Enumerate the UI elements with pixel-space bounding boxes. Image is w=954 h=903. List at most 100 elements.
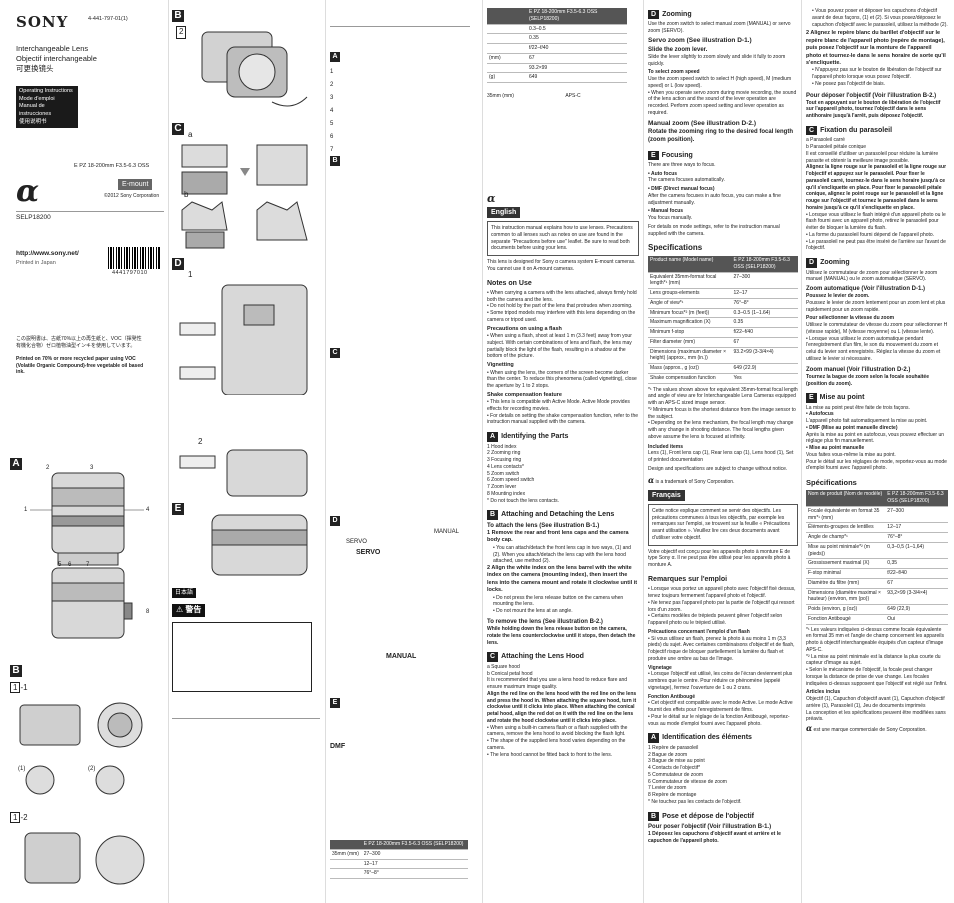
zoom-section-box: D: [648, 10, 660, 20]
recycle-en: Printed on 70% or more recycled paper us…: [16, 356, 144, 375]
part-item: 3 Focusing ring: [487, 457, 522, 464]
vignette-text: When using the lens, the corners of the …: [487, 370, 639, 390]
jp-spec-note-apsc: APS-C: [565, 93, 581, 99]
jp-parts-numbers: 1 2 3 4 5 6 7 8: [330, 66, 333, 170]
fr-spec-label: Mise au point minimale*² (m (pieds)): [806, 542, 886, 560]
a-num-2: 2: [46, 465, 50, 471]
copyright: ©2012 Sony Corporation: [104, 193, 160, 199]
warning-box: [172, 622, 312, 692]
fr-speed-note: Lorsque vous utilisez le zoom automatiqu…: [806, 336, 948, 363]
fr-shake-item: Cet objectif est compatible avec le mode…: [648, 700, 798, 714]
fr-notes-title: Remarques sur l'emploi: [648, 575, 728, 583]
spec-label: Lens groups-elements: [648, 288, 732, 299]
figure-b-label: B: [172, 10, 184, 22]
jp-section-c: C: [330, 348, 340, 358]
model-code: SELP18200: [16, 214, 51, 221]
fr-manual-title: Zoom manuel (Voir l'illustration D-2.): [806, 366, 911, 373]
jp-spec-note-mm: 35mm (mm): [487, 93, 514, 99]
fr-dmf-title: • DMF (Mise au point manuelle directe): [806, 424, 898, 431]
divider: [16, 211, 164, 212]
d-sub-1: 1: [188, 270, 193, 279]
french-tag: Français: [648, 489, 685, 501]
spec-value: 0.3–0.5 (1–1.64): [731, 308, 798, 319]
remove-title: To remove the lens (See illustration B-2…: [487, 618, 603, 625]
fr-spec-label: Diamètre du filtre (mm): [806, 578, 886, 589]
focus-text: There are three ways to focus.: [648, 161, 716, 168]
fr-manual-instruction: Tournez la bague de zoom selon la focale…: [806, 373, 929, 387]
figures-column: B 2 C a b D 1 2 E 日本語 ⚠ 警告: [172, 0, 320, 903]
fr-spec-label: Grossissement maximal (X): [806, 558, 886, 570]
jp-section-d: D: [330, 516, 340, 526]
focus-ring-illustration: [211, 514, 308, 576]
fr-spec-value: 27–300: [885, 506, 948, 524]
japanese-column: A 1 2 3 4 5 6 7 8 B C D MANUAL SERVO SER…: [330, 0, 480, 903]
fr-spec-note: *² La mise au point minimale est la dist…: [806, 653, 941, 667]
fr-spec-value: f/22–f/40: [885, 568, 948, 579]
attach-title: Attaching and Detaching the Lens: [501, 511, 615, 519]
spec-value: 76°–8°: [731, 298, 798, 309]
spec-value: 0.35: [731, 317, 798, 329]
fr-hood-item: a Parasoleil carré: [806, 137, 845, 144]
fr-mf-title: • Mise au point manuelle: [806, 445, 865, 452]
jp-spec-table: E PZ 18-200mm F3.5-6.3 OSS (SELP18200) 3…: [330, 840, 468, 879]
trademark-text: is a trademark of Sony Corporation.: [655, 478, 735, 485]
fr-spec-value: 0,3–0,5 (1–1,64): [885, 542, 948, 560]
fr-zoom-text: Utilisez le commutateur de zoom pour sél…: [806, 269, 938, 283]
manual-zoom-instruction: Rotate the zooming ring to the desired f…: [648, 129, 794, 144]
manual-label-fr: Mode d'emploi: [19, 95, 55, 102]
jp-spec-head-label: [330, 840, 362, 850]
jp-manual-1: MANUAL: [434, 529, 460, 535]
fr-spec-value: 0,35: [885, 558, 948, 570]
jp-servo-2: SERVO: [356, 549, 381, 556]
mf-text: You focus manually.: [648, 215, 693, 222]
fr-spec-note: Selon le mécanisme de l'objectif, la foc…: [806, 667, 948, 687]
figure-b-lower-label: B: [10, 665, 22, 677]
included-title: Included items: [648, 443, 684, 450]
spec-label: Mass (approx., g (oz)): [648, 363, 732, 374]
fr-spec-label: Poids (environ, g (oz)): [806, 604, 886, 615]
part-item: 2 Zooming ring: [487, 450, 521, 457]
zoom-text: Use the zoom switch to select manual zoo…: [648, 21, 791, 35]
b1-suffix: -1: [20, 683, 28, 692]
fr-hood-title: Fixation du parasoleil: [820, 126, 893, 134]
hood-title: Attaching the Lens Hood: [501, 653, 584, 661]
zoom-lever-illustration: [179, 284, 308, 395]
french-column: Vous pouvez poser et déposer les capucho…: [806, 0, 948, 903]
divider: [330, 26, 470, 27]
fr-focus-title: Mise au point: [819, 394, 865, 402]
shake-item: This lens is compatible with Active Mode…: [487, 399, 639, 413]
fr-attach-step-text: Alignez le repère blanc du barillet d'ob…: [806, 30, 946, 66]
part-item: 1 Hood index: [487, 443, 517, 450]
jp-spec-top-label: (mm): [487, 53, 527, 64]
french-intro: Cette notice explique comment se servir …: [648, 503, 798, 546]
fr-focus-section-box: E: [806, 393, 817, 403]
spec-value: 67: [731, 337, 798, 348]
fr-spec-value: 12–17: [885, 522, 948, 534]
b1-number: 1: [10, 682, 21, 693]
fr-spec-value: 93,2×99 (3-3/4×4): [885, 588, 948, 606]
sony-url: http://www.sony.net/: [16, 250, 79, 257]
spec-note: *¹ The values shown above for equivalent…: [648, 386, 798, 407]
fr-spec-value: Oui: [885, 614, 948, 625]
spec-label: Angle of view*¹: [648, 298, 732, 309]
attach-note: Do not press the lens release button on …: [493, 595, 639, 609]
fr-spec-label: Fonction Antibougé: [806, 614, 886, 625]
title-cn: 可更换镜头: [16, 64, 54, 74]
hood-text: It is recommended that you use a lens ho…: [487, 677, 628, 691]
jp-spec-value: 27–300: [361, 849, 468, 860]
spec-note: Depending on the lens mechanism, the foc…: [648, 420, 798, 440]
jp-servo-1: SERVO: [346, 539, 367, 545]
column-divider: [643, 0, 644, 903]
fr-focus-text: La mise au point peut être faite de troi…: [806, 404, 910, 411]
attach-note: Do not mount the lens at an angle.: [493, 608, 639, 615]
dmf-title: • DMF (Direct manual focus): [648, 186, 715, 193]
fr-spec-label: Nom de produit (Nom de modèle): [806, 490, 886, 507]
c-sub-b: b: [184, 190, 189, 199]
fr-af-text: L'appareil photo fait automatiquement la…: [806, 418, 928, 425]
fr-spec-note: *¹ Les valeurs indiquées ci-dessus comme…: [806, 626, 944, 653]
fr-hood-note: Le parasoleil ne peut pas être inséré de…: [806, 239, 948, 253]
warning-tag: ⚠ 警告: [172, 604, 206, 617]
recycle-jp: この説明書は、古紙70%以上の再生紙と、VOC（揮発性有機化合物）ゼロ植物油型イ…: [16, 336, 142, 349]
cover-column: SONY 4-441-797-01(1) Interchangeable Len…: [16, 0, 164, 903]
